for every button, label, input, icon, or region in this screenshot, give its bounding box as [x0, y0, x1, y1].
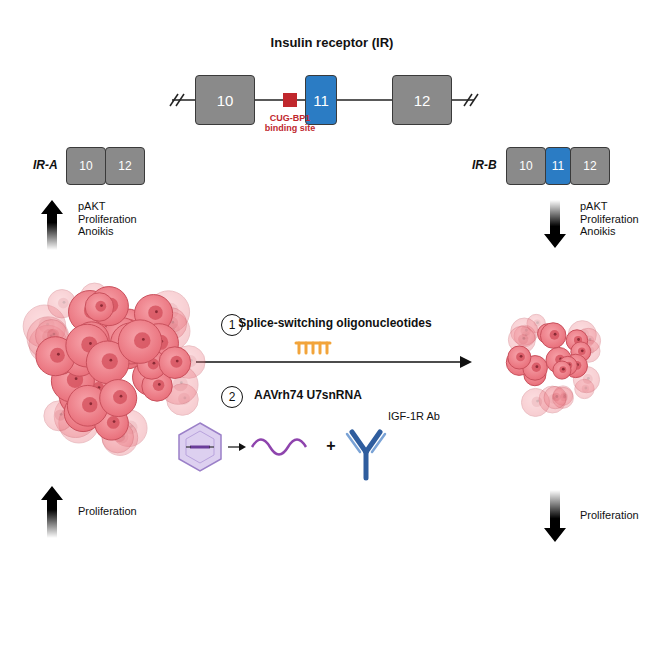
exon-box: 12 — [105, 147, 145, 185]
tumor-cluster — [506, 314, 600, 416]
u7snrna-wave — [252, 440, 306, 455]
title: Insulin receptor (IR) — [0, 35, 664, 50]
aav-capsid — [179, 423, 221, 471]
box-label: 1 — [229, 318, 236, 332]
box-label: 12 — [414, 92, 431, 109]
box-label: 11 — [552, 159, 564, 173]
box-label: 10 — [519, 159, 532, 173]
treatment-arrow — [196, 361, 462, 363]
method-label: AAVrh74 U7snRNA — [254, 389, 362, 403]
oligo-icon — [296, 343, 330, 353]
antibody-label: IGF-1R Ab — [388, 410, 440, 423]
exon-box: 10 — [506, 147, 546, 185]
effect-list: pAKT Proliferation Anoikis — [580, 200, 639, 238]
effect-list: pAKT Proliferation Anoikis — [78, 200, 137, 238]
exon-box: 12 — [392, 75, 452, 125]
box-label: 10 — [217, 92, 234, 109]
step-number: 2 — [221, 386, 243, 408]
box-label: 12 — [583, 159, 596, 173]
up-arrow — [41, 200, 63, 250]
down-arrow — [544, 490, 566, 542]
arrow-head — [460, 356, 472, 368]
binding-site — [283, 93, 297, 107]
box-label: 12 — [118, 159, 131, 173]
box-label: 11 — [313, 92, 329, 109]
small-arrow — [239, 443, 246, 451]
isoform-label: IR-B — [472, 159, 497, 173]
plus-sign: + — [326, 437, 335, 455]
up-arrow — [41, 486, 63, 538]
site-label: CUG-BP1 binding site — [258, 113, 322, 134]
exon-box: 12 — [570, 147, 610, 185]
box-label: 10 — [79, 159, 92, 173]
tumor-cluster — [23, 283, 205, 455]
method-label: Splice-switching oligonucleotides — [238, 317, 431, 331]
antibody — [352, 432, 380, 478]
exon-box: 11 — [545, 147, 571, 185]
isoform-label: IR-A — [33, 159, 58, 173]
down-arrow — [544, 200, 566, 248]
exon-box: 10 — [195, 75, 255, 125]
effect-label: Proliferation — [580, 509, 639, 522]
effect-label: Proliferation — [78, 505, 137, 518]
exon-box: 10 — [66, 147, 106, 185]
box-label: 2 — [229, 390, 236, 404]
